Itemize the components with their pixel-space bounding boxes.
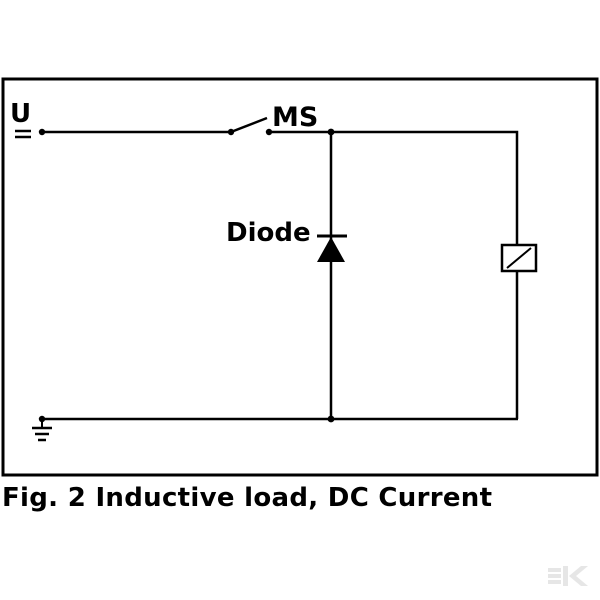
switch-icon [227,116,273,136]
k-logo-icon [548,566,588,586]
bottom-junction [327,415,335,423]
dc-voltage-symbol [15,129,31,139]
supply-terminal [38,128,46,136]
top-wire-right [269,130,519,245]
diode-label: Diode [226,218,311,248]
figure-caption: Fig. 2 Inductive load, DC Current [2,483,493,513]
switch-label: MS [272,102,318,133]
diode-icon [317,234,347,262]
diagram-frame [1,77,599,477]
ground-icon [32,419,52,442]
supply-label: U [10,99,31,129]
relay-coil-icon [500,243,538,273]
